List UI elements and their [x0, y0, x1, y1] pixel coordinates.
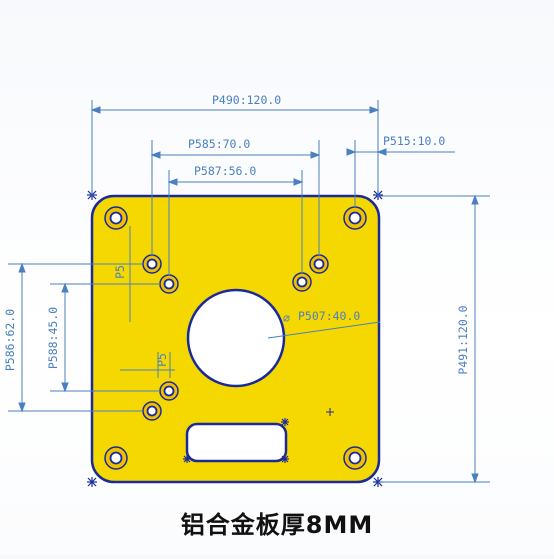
dim-edge-offset: P515:10.0 — [383, 134, 445, 148]
asterisk-icon — [281, 418, 289, 426]
plate-thickness-caption: 铝合金板厚8MM — [180, 511, 374, 539]
asterisk-icon — [183, 455, 191, 463]
dim-outer-vertical-spacing: P586:62.0 — [3, 309, 17, 371]
dim-small-offset-1: P5 — [113, 265, 127, 279]
diameter-icon: ⌀ — [283, 311, 290, 325]
dimension-lines — [8, 100, 490, 484]
asterisk-icon — [87, 477, 97, 487]
center-hole — [186, 288, 286, 388]
dim-overall-height: P491:120.0 — [456, 305, 470, 374]
dim-overall-width: P490:120.0 — [212, 93, 281, 107]
dim-outer-hole-spacing: P585:70.0 — [188, 137, 250, 151]
center-mark-icon — [326, 408, 334, 416]
dim-small-offset-2: P5 — [155, 353, 169, 367]
dim-inner-hole-spacing: P587:56.0 — [194, 164, 256, 178]
asterisk-icon — [281, 455, 289, 463]
dim-inner-vertical-spacing: P588:45.0 — [46, 307, 60, 369]
rectangular-slot — [185, 422, 288, 463]
dim-center-hole: P507:40.0 — [298, 309, 360, 323]
corner-holes — [104, 206, 367, 470]
